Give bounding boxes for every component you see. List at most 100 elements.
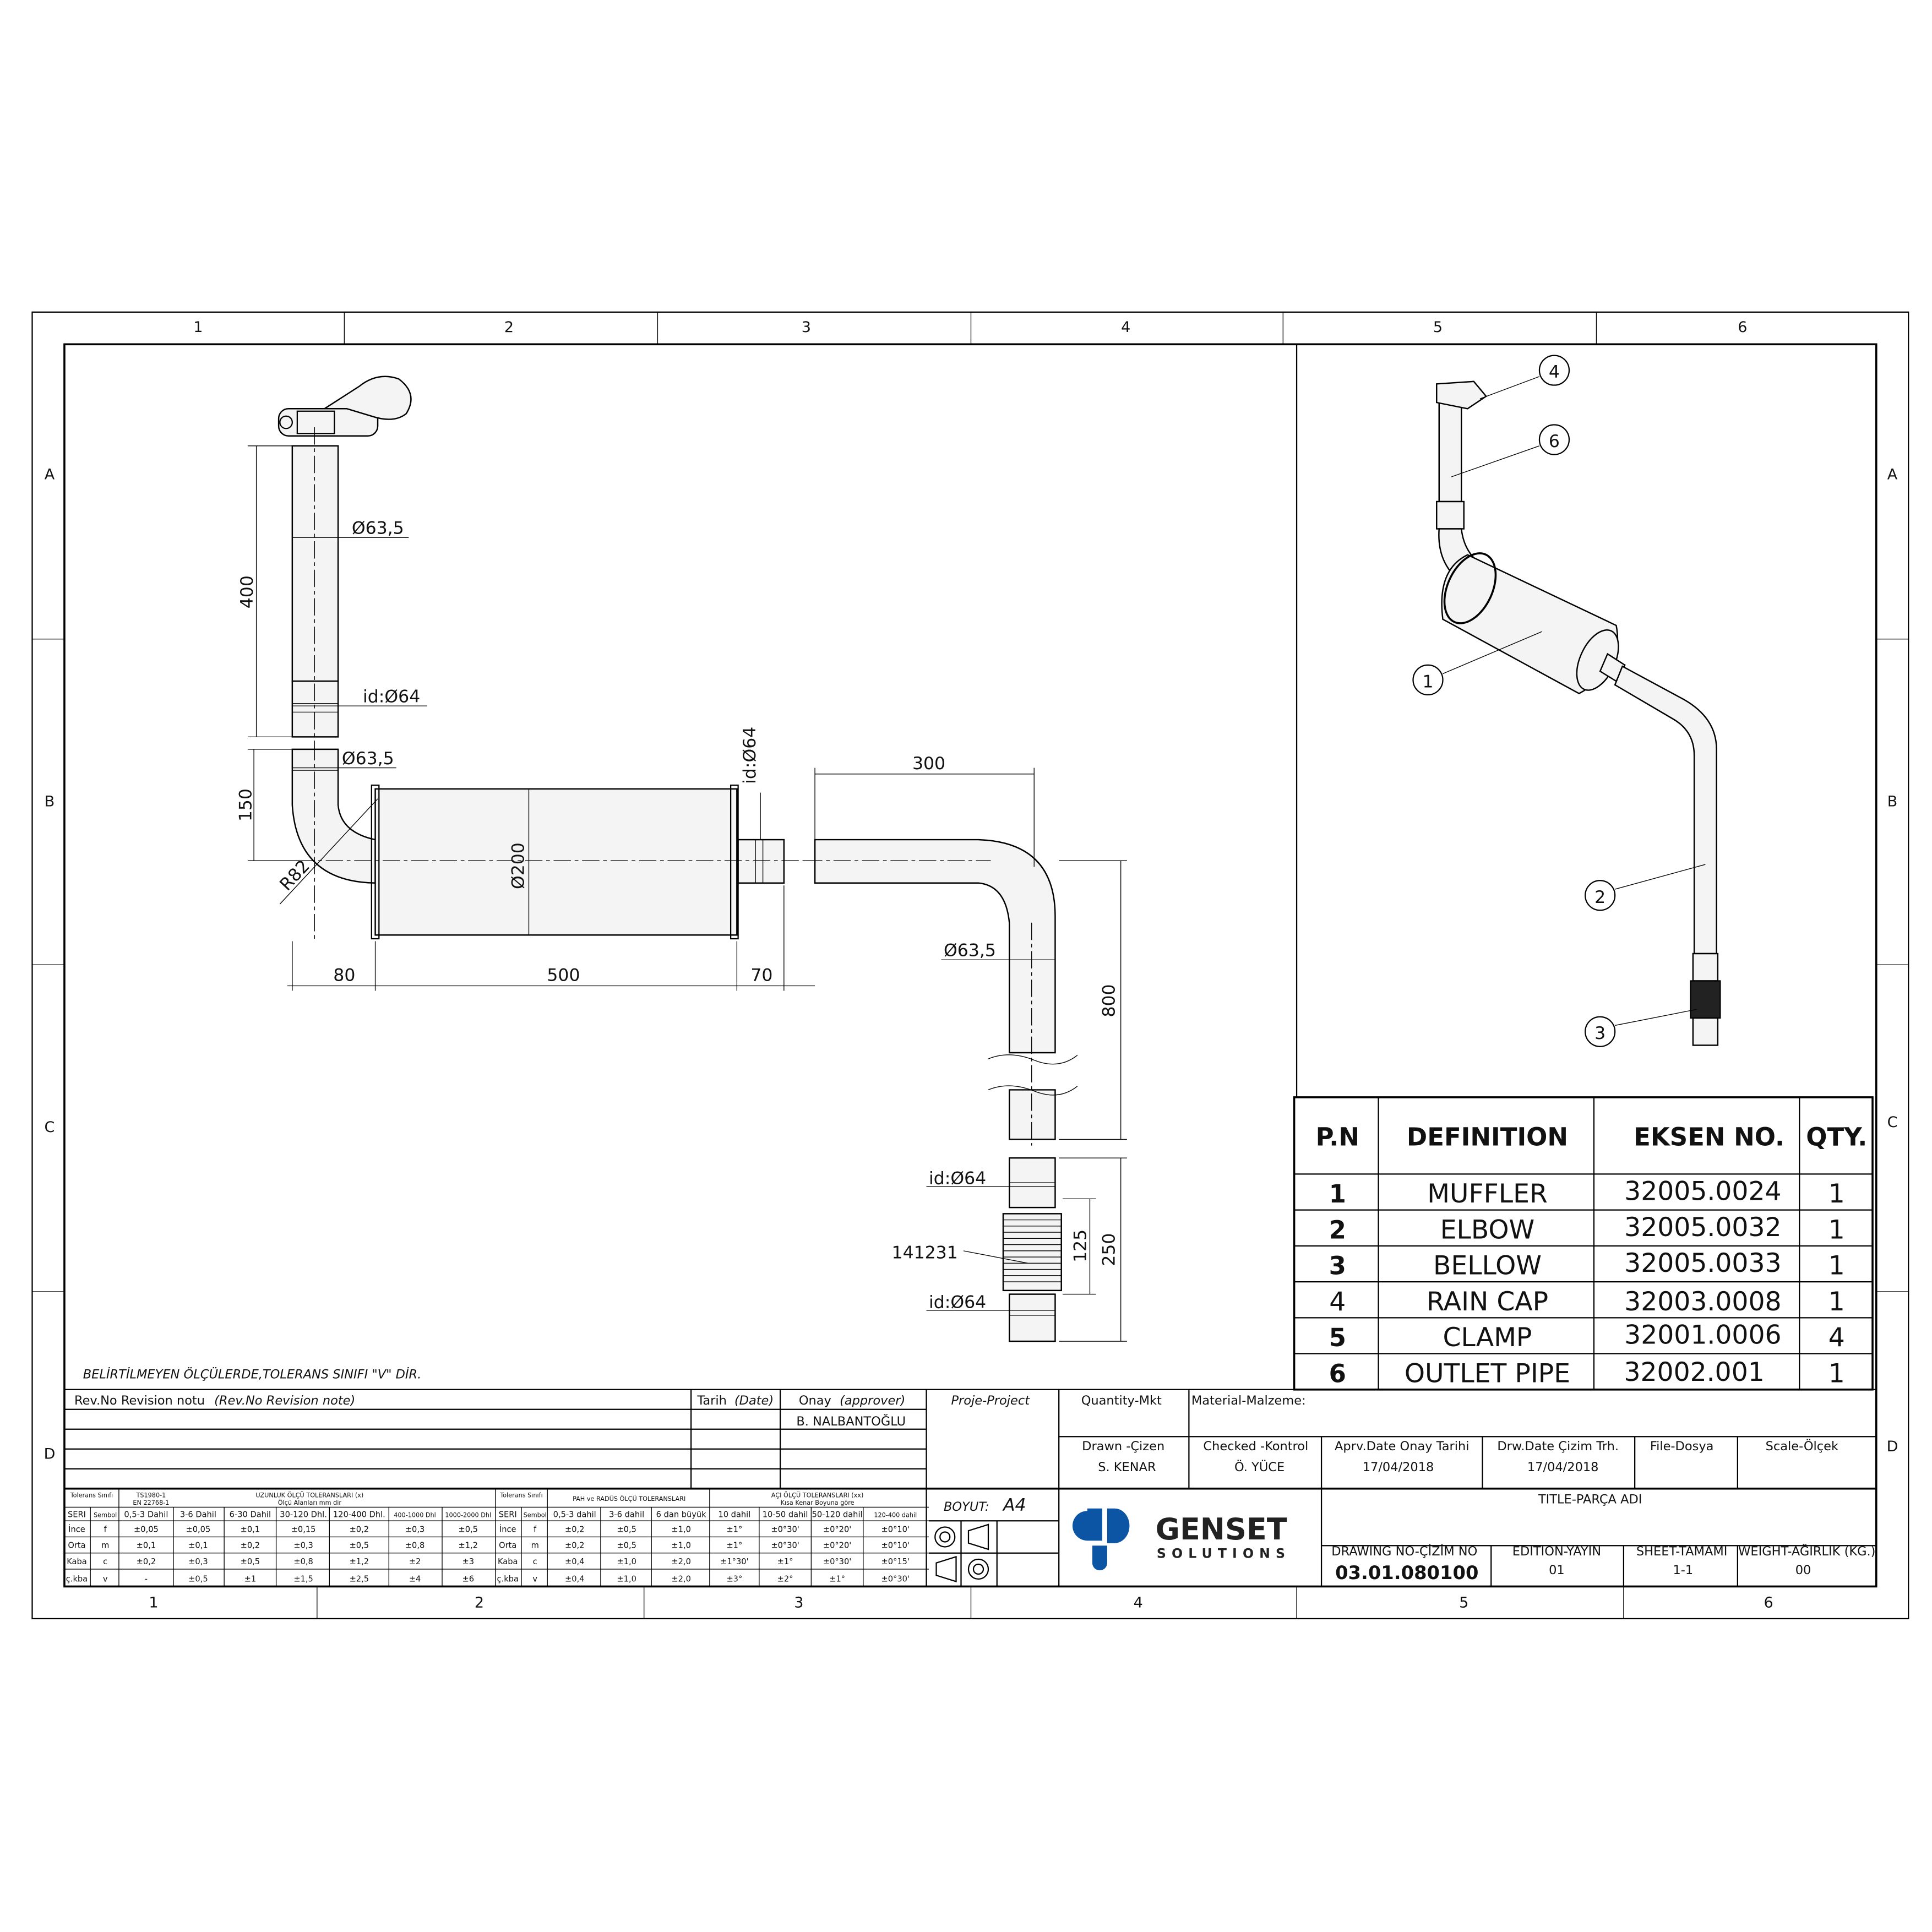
- svg-text:File-Dosya: File-Dosya: [1650, 1439, 1714, 1454]
- svg-text:±1,0: ±1,0: [617, 1557, 636, 1566]
- svg-text:6-30 Dahil: 6-30 Dahil: [230, 1510, 271, 1519]
- inner-border: [63, 343, 1877, 1588]
- svg-text:±0,2: ±0,2: [565, 1541, 584, 1550]
- svg-text:BELLOW: BELLOW: [1433, 1251, 1542, 1281]
- svg-text:Scale-Ölçek: Scale-Ölçek: [1766, 1438, 1838, 1454]
- svg-text:32005.0024: 32005.0024: [1624, 1177, 1781, 1207]
- svg-text:32001.0006: 32001.0006: [1624, 1320, 1781, 1351]
- logo-wordmark: GENSET: [1156, 1512, 1287, 1547]
- svg-text:TITLE-PARÇA ADI: TITLE-PARÇA ADI: [1538, 1493, 1642, 1507]
- svg-text:±3: ±3: [462, 1557, 474, 1566]
- svg-text:±1°: ±1°: [829, 1574, 845, 1583]
- svg-text:3: 3: [802, 319, 811, 336]
- svg-text:B: B: [45, 793, 55, 810]
- svg-text:1: 1: [1828, 1251, 1845, 1281]
- svg-text:±0,05: ±0,05: [134, 1525, 159, 1534]
- balloon-4: 4: [1479, 355, 1570, 399]
- svg-text:±1°: ±1°: [726, 1541, 742, 1550]
- svg-text:±0°30': ±0°30': [771, 1525, 799, 1534]
- svg-text:Rev.No Revision notu: Rev.No Revision notu: [74, 1394, 205, 1408]
- svg-text:2: 2: [1594, 888, 1606, 907]
- sheet-size: A4: [1002, 1495, 1026, 1515]
- svg-text:±2°: ±2°: [777, 1574, 793, 1583]
- svg-text:Onay: Onay: [799, 1394, 831, 1408]
- tolerance-table-angle: Tolerans Sınıfı PAH ve RADÜS ÖLÇÜ TOLERA…: [497, 1492, 917, 1583]
- svg-text:İnce: İnce: [68, 1524, 85, 1534]
- svg-text:±2,0: ±2,0: [671, 1574, 690, 1583]
- svg-text:±0°15': ±0°15': [881, 1557, 910, 1566]
- svg-text:AÇI ÖLÇÜ TOLERANSLARI (xx): AÇI ÖLÇÜ TOLERANSLARI (xx): [771, 1492, 864, 1499]
- svg-text:DRAWING NO-ÇİZİM NO: DRAWING NO-ÇİZİM NO: [1331, 1543, 1477, 1559]
- svg-text:SHEET-TAMAMI: SHEET-TAMAMI: [1636, 1544, 1728, 1559]
- svg-text:±1°30': ±1°30': [720, 1557, 748, 1566]
- svg-text:PAH ve RADÜS ÖLÇÜ TOLERANSLARI: PAH ve RADÜS ÖLÇÜ TOLERANSLARI: [573, 1495, 685, 1503]
- svg-text:f: f: [104, 1525, 107, 1534]
- bom-header-eksen: EKSEN NO.: [1634, 1123, 1784, 1152]
- svg-text:4: 4: [1549, 362, 1560, 382]
- svg-text:±2: ±2: [409, 1557, 421, 1566]
- approval-date: 17/04/2018: [1363, 1460, 1434, 1474]
- svg-text:±0,2: ±0,2: [241, 1541, 260, 1550]
- svg-text:±0°30': ±0°30': [881, 1574, 910, 1583]
- svg-text:Quantity-Mkt: Quantity-Mkt: [1081, 1394, 1162, 1408]
- svg-text:1: 1: [193, 319, 203, 336]
- bom-header-definition: DEFINITION: [1407, 1123, 1568, 1152]
- dim-dia-63-5: Ø63,5: [352, 518, 404, 538]
- svg-text:120-400 dahil: 120-400 dahil: [874, 1511, 917, 1519]
- svg-text:32005.0033: 32005.0033: [1624, 1248, 1781, 1278]
- svg-text:±4: ±4: [409, 1574, 421, 1583]
- svg-text:±0°30': ±0°30': [771, 1541, 799, 1550]
- svg-text:Drw.Date Çizim Trh.: Drw.Date Çizim Trh.: [1497, 1439, 1619, 1454]
- rain-cap: [277, 375, 412, 437]
- weight: 00: [1795, 1563, 1811, 1577]
- svg-text:0,5-3 Dahil: 0,5-3 Dahil: [124, 1510, 168, 1519]
- checked-by: Ö. YÜCE: [1234, 1459, 1285, 1474]
- svg-text:Proje-Project: Proje-Project: [951, 1394, 1031, 1408]
- svg-text:(approver): (approver): [840, 1394, 905, 1408]
- svg-text:1: 1: [1828, 1287, 1845, 1317]
- svg-text:1: 1: [1422, 672, 1433, 692]
- isometric-view: 4 6 1 2 3: [1412, 355, 1721, 1047]
- svg-text:5: 5: [1459, 1594, 1468, 1612]
- muffler-view: 150 Ø63,5 R82 Ø200 id:Ø64 80 500 70: [236, 727, 815, 991]
- balloon-1: 1: [1412, 631, 1542, 696]
- bom-header-qty: QTY.: [1806, 1123, 1867, 1152]
- svg-text:400-1000 Dhl: 400-1000 Dhl: [394, 1511, 436, 1519]
- svg-text:±0,3: ±0,3: [293, 1541, 313, 1550]
- zone-markers: [32, 312, 1909, 1619]
- svg-text:±0,2: ±0,2: [350, 1525, 369, 1534]
- dim-id-64: id:Ø64: [363, 687, 420, 706]
- svg-text:(Date): (Date): [734, 1394, 774, 1408]
- svg-text:6: 6: [1738, 319, 1747, 336]
- svg-text:m: m: [101, 1541, 109, 1550]
- dim-400: 400: [237, 575, 257, 608]
- drawing-number: 03.01.080100: [1335, 1562, 1478, 1583]
- svg-text:Kaba: Kaba: [498, 1557, 518, 1566]
- svg-text:ELBOW: ELBOW: [1440, 1215, 1535, 1245]
- svg-text:±1,0: ±1,0: [671, 1541, 690, 1550]
- tolerance-table-length: Tolerans Sınıfı TS1980-1EN 22768-1 UZUNL…: [64, 1488, 929, 1587]
- balloon-2: 2: [1585, 864, 1706, 911]
- svg-text:±0,3: ±0,3: [405, 1525, 425, 1534]
- dim-250: 250: [1099, 1233, 1119, 1266]
- balloon-3: 3: [1585, 1009, 1697, 1047]
- svg-text:UZUNLUK ÖLÇÜ TOLERANSLARI (x): UZUNLUK ÖLÇÜ TOLERANSLARI (x): [255, 1492, 363, 1499]
- svg-text:30-120 Dhl.: 30-120 Dhl.: [280, 1510, 327, 1519]
- projection-symbol-first: [934, 1523, 989, 1550]
- svg-text:A: A: [1887, 466, 1898, 483]
- svg-text:v: v: [103, 1574, 108, 1583]
- svg-text:±6: ±6: [462, 1574, 474, 1583]
- svg-text:4: 4: [1828, 1323, 1845, 1353]
- svg-text:±0,8: ±0,8: [293, 1557, 313, 1566]
- bellow: [1002, 1157, 1062, 1342]
- svg-text:5: 5: [1329, 1323, 1346, 1352]
- svg-text:6 dan büyük: 6 dan büyük: [656, 1510, 707, 1519]
- svg-text:MUFFLER: MUFFLER: [1427, 1179, 1548, 1209]
- logo-subtitle: SOLUTIONS: [1157, 1546, 1291, 1561]
- svg-text:Kısa Kenar Boyuna göre: Kısa Kenar Boyuna göre: [781, 1499, 855, 1506]
